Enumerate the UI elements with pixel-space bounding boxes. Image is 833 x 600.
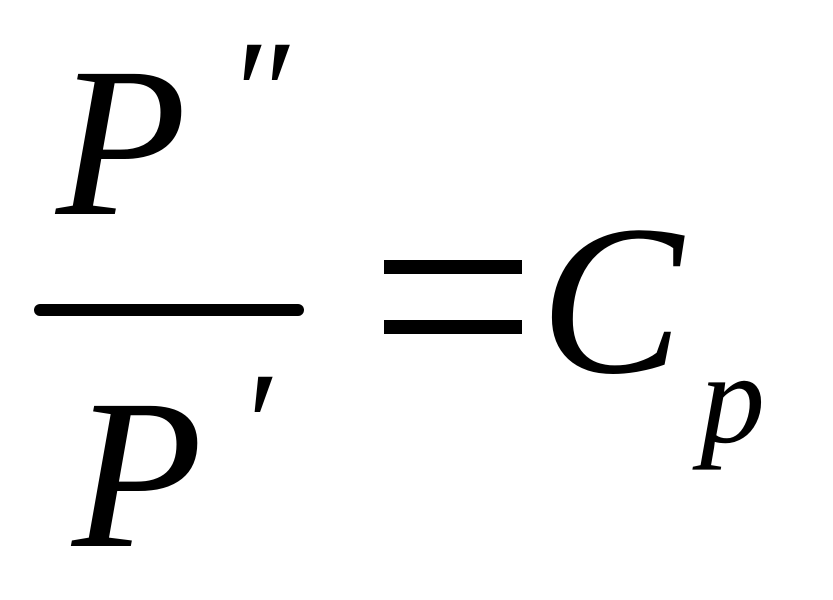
equals-sign xyxy=(384,260,522,338)
rhs-letter: C xyxy=(540,182,683,419)
numerator-letter: P xyxy=(56,24,187,261)
equals-bottom-bar xyxy=(384,320,522,334)
numerator-double-prime: ″ xyxy=(226,10,289,176)
equals-top-bar xyxy=(384,260,522,274)
rhs-subscript: p xyxy=(700,327,765,471)
denominator-letter: P xyxy=(72,356,203,593)
denominator-prime: ′ xyxy=(238,342,271,508)
fraction-bar xyxy=(34,304,304,316)
